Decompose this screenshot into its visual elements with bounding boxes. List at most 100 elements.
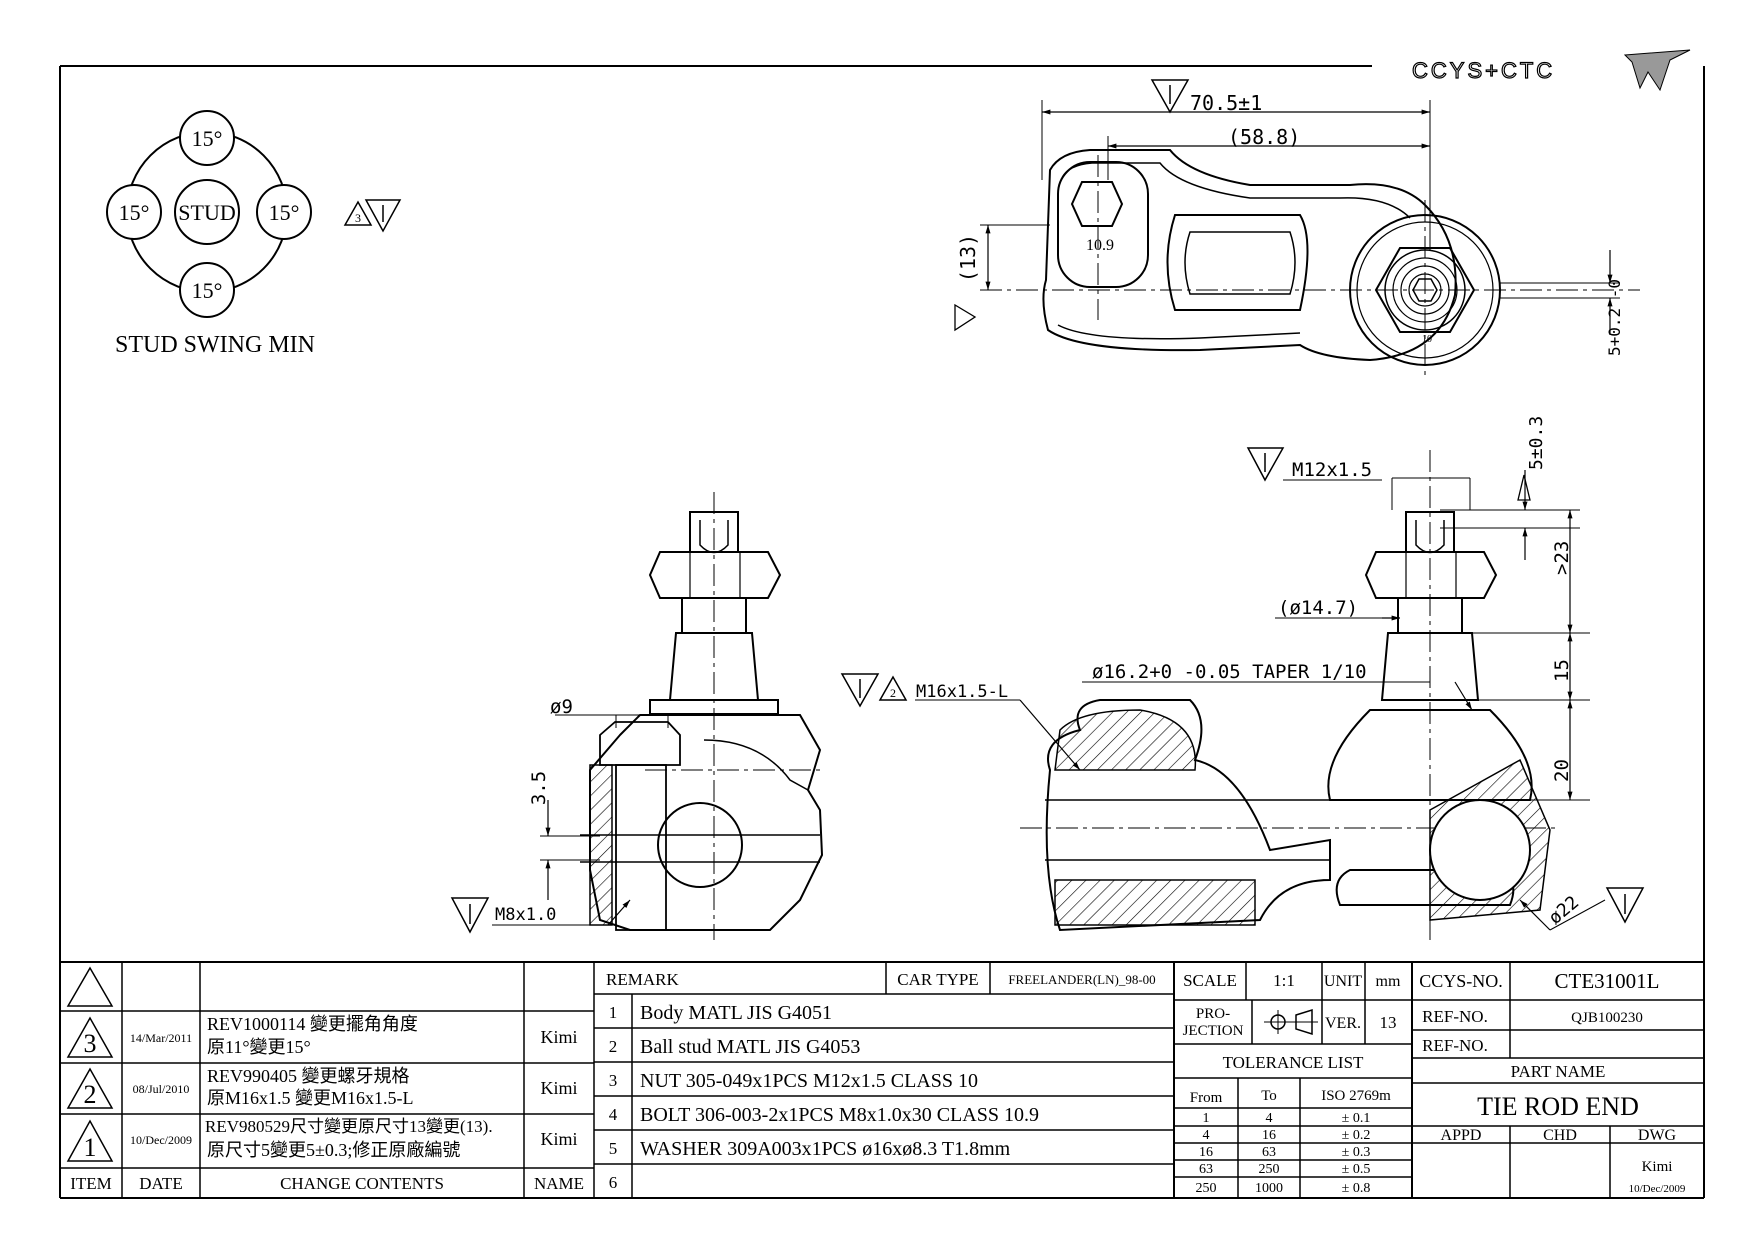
side-view — [450, 492, 824, 940]
rev-name-1: Kimi — [540, 1129, 577, 1149]
tol-header-iso: ISO 2769m — [1321, 1088, 1391, 1104]
rev-change-1a: REV980529尺寸變更原尺寸13變更(13). — [205, 1117, 493, 1136]
drawn-date: 10/Dec/2009 — [1629, 1183, 1686, 1195]
tolerance-title: TOLERANCE LIST — [1223, 1053, 1364, 1072]
nut-grade-mark: 10 — [1422, 334, 1432, 345]
thread-body: M16x1.5-L — [916, 682, 1008, 702]
tol-cell: ± 0.2 — [1342, 1128, 1371, 1143]
rev-date-1: 10/Dec/2009 — [130, 1133, 192, 1147]
dim-5: 5±0.3 — [1526, 416, 1547, 470]
scale-label: SCALE — [1183, 971, 1237, 990]
swing-rev-mark: 3 — [355, 211, 361, 225]
drawer-name: Kimi — [1642, 1159, 1673, 1175]
dim-dia-9: ø9 — [550, 696, 573, 718]
ccys-label: CCYS-NO. — [1419, 971, 1503, 991]
rev-name-3: Kimi — [540, 1027, 577, 1047]
dim-top-inner: (58.8) — [1228, 125, 1300, 149]
swing-angle-top: 15° — [192, 126, 223, 151]
remark-item-1: Body MATL JIS G4051 — [640, 1002, 832, 1024]
ver-label: VER. — [1325, 1015, 1361, 1032]
rev-mark-1: 1 — [84, 1133, 97, 1162]
company-logo: CCYS+CTC — [1411, 49, 1691, 92]
car-type-label: CAR TYPE — [897, 970, 978, 989]
tol-cell: 1 — [1203, 1111, 1210, 1126]
thread-body-rev: 2 — [890, 686, 896, 700]
tol-cell: ± 0.1 — [1342, 1111, 1371, 1126]
remark-item-2: Ball stud MATL JIS G4053 — [640, 1036, 860, 1058]
rev-header-item: ITEM — [70, 1174, 112, 1193]
swing-center-label: STUD — [178, 200, 235, 225]
swing-caption: STUD SWING MIN — [115, 332, 315, 358]
rev-change-1b: 原尺寸5變更5±0.3;修正原廠編號 — [207, 1139, 460, 1160]
rev-date-3: 14/Mar/2011 — [130, 1031, 192, 1045]
chd-label: CHD — [1543, 1127, 1577, 1144]
swing-angle-bottom: 15° — [192, 278, 223, 303]
tol-cell: 4 — [1266, 1111, 1273, 1126]
tol-cell: ± 0.5 — [1342, 1162, 1371, 1177]
ref-label-2: REF-NO. — [1422, 1036, 1488, 1055]
unit-label: UNIT — [1324, 973, 1362, 990]
swing-angle-right: 15° — [269, 200, 300, 225]
tol-header-from: From — [1190, 1090, 1223, 1106]
thread-stud: M12x1.5 — [1292, 459, 1372, 481]
dim-taper: ø16.2+0 -0.05 TAPER 1/10 — [1092, 661, 1367, 683]
dim-thickness: 5+0.2 -0 — [1605, 279, 1624, 356]
stud-swing-diagram — [106, 110, 402, 318]
projection-label-1: PRO- — [1196, 1006, 1230, 1022]
remark-no-6: 6 — [609, 1173, 618, 1192]
part-name-label: PART NAME — [1511, 1062, 1606, 1081]
scale-value: 1:1 — [1273, 971, 1295, 990]
tolerance-rows: 1 4 ± 0.1 4 16 ± 0.2 16 63 ± 0.3 63 250 … — [1196, 1111, 1371, 1196]
dim-20: 20 — [1551, 759, 1573, 782]
dim-15: 15 — [1551, 659, 1573, 682]
remark-item-3: NUT 305-049x1PCS M12x1.5 CLASS 10 — [640, 1070, 978, 1092]
tol-cell: 1000 — [1255, 1181, 1283, 1196]
dim-top-overall: 70.5±1 — [1190, 91, 1262, 115]
tol-cell: 250 — [1259, 1162, 1280, 1177]
title-block-grid — [60, 961, 1704, 1198]
dim-dia-14-7: (ø14.7) — [1278, 597, 1358, 619]
rev-header-change: CHANGE CONTENTS — [280, 1174, 444, 1193]
tol-header-to: To — [1261, 1088, 1277, 1104]
section-view — [840, 447, 1645, 940]
swing-angle-left: 15° — [119, 200, 150, 225]
tol-cell: 63 — [1199, 1162, 1213, 1177]
rev-change-3a: REV1000114 變更擺角角度 — [207, 1014, 418, 1034]
rev-change-3b: 原11°變更15° — [207, 1037, 311, 1057]
tol-cell: 4 — [1203, 1128, 1210, 1143]
bolt-grade-mark: 10.9 — [1086, 237, 1114, 254]
rev-mark-3: 3 — [84, 1029, 97, 1058]
remark-no-4: 4 — [609, 1105, 618, 1124]
tol-cell: 250 — [1196, 1181, 1217, 1196]
ref-number: QJB100230 — [1571, 1010, 1643, 1026]
rev-header-date: DATE — [139, 1174, 182, 1193]
sheet-border — [59, 65, 1705, 1199]
dim-23: >23 — [1551, 541, 1573, 575]
unit-value: mm — [1376, 973, 1401, 990]
remark-item-5: WASHER 309A003x1PCS ø16xø8.3 T1.8mm — [640, 1138, 1011, 1160]
dim-dia-22: ø22 — [1545, 892, 1583, 929]
part-name: TIE ROD END — [1477, 1092, 1639, 1121]
remark-no-1: 1 — [609, 1003, 618, 1022]
top-view — [954, 79, 1640, 380]
thread-bolt: M8x1.0 — [495, 905, 556, 925]
rev-header-name: NAME — [534, 1174, 584, 1193]
rev-name-2: Kimi — [540, 1078, 577, 1098]
dwg-label: DWG — [1638, 1127, 1677, 1144]
rev-change-2a: REV990405 變更螺牙規格 — [207, 1066, 410, 1086]
ref-label: REF-NO. — [1422, 1007, 1488, 1026]
appd-label: APPD — [1441, 1127, 1482, 1144]
tol-cell: 16 — [1199, 1145, 1213, 1160]
remark-no-5: 5 — [609, 1139, 618, 1158]
dim-3-5: 3.5 — [528, 771, 550, 805]
ccys-number: CTE31001L — [1555, 969, 1660, 993]
rev-change-2b: 原M16x1.5 變更M16x1.5-L — [207, 1088, 414, 1108]
tol-cell: ± 0.3 — [1342, 1145, 1371, 1160]
remark-label: REMARK — [606, 970, 679, 989]
tol-cell: 16 — [1262, 1128, 1276, 1143]
rev-mark-2: 2 — [84, 1080, 97, 1109]
dim-top-height: (13) — [956, 234, 980, 282]
rev-date-2: 08/Jul/2010 — [133, 1082, 190, 1096]
remark-no-3: 3 — [609, 1071, 618, 1090]
remark-item-4: BOLT 306-003-2x1PCS M8x1.0x30 CLASS 10.9 — [640, 1104, 1039, 1126]
